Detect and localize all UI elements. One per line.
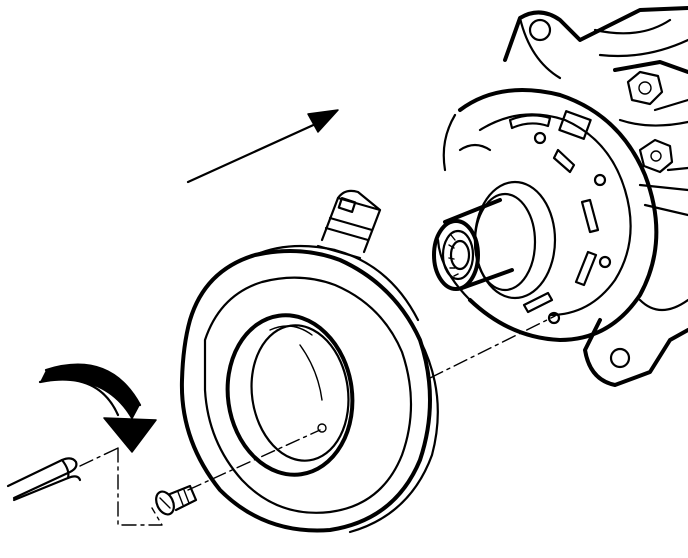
compressor-body [432,6,688,387]
rotation-arrow [38,363,157,453]
retaining-screw [155,484,198,516]
alignment-lines [79,315,556,526]
clutch-coil [179,244,439,534]
pliers-tool [6,457,82,502]
assembly-direction-arrow [186,109,339,184]
